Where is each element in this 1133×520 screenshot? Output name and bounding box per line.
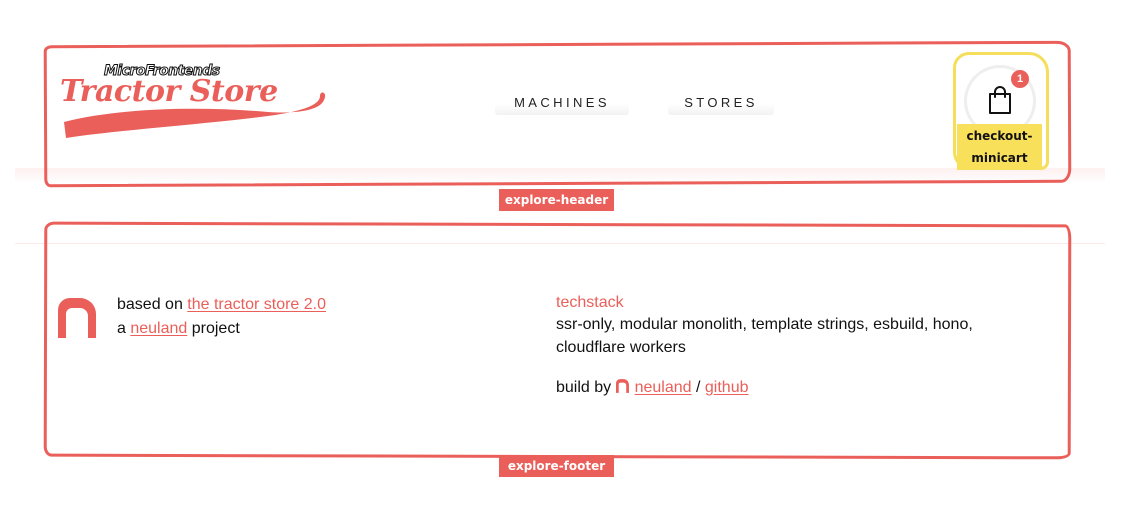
techstack-line-1: ssr-only, modular monolith, template str… <box>556 316 973 333</box>
build-by-text: build by neuland / github <box>556 379 748 397</box>
build-by-prefix: build by <box>556 379 616 396</box>
header-shadow <box>15 168 1105 184</box>
based-on-prefix: based on <box>117 296 188 313</box>
techstack-title: techstack <box>556 294 624 311</box>
neuland-small-icon <box>615 379 629 393</box>
neuland-project-text: a neuland project <box>117 320 240 338</box>
explore-header-label: explore-header <box>499 189 614 211</box>
nav-machines[interactable]: MACHINES <box>495 89 629 115</box>
explore-footer-label: explore-footer <box>499 455 614 477</box>
neuland-project-link[interactable]: neuland <box>130 320 188 337</box>
footer-divider <box>15 243 1105 244</box>
techstack-line-2: cloudflare workers <box>556 339 686 356</box>
project-suffix: project <box>187 320 240 337</box>
tractor-store-logo-swoosh <box>64 92 326 138</box>
github-link[interactable]: github <box>704 379 749 396</box>
based-on-text: based on the tractor store 2.0 <box>117 296 326 314</box>
nav-stores[interactable]: STORES <box>668 89 774 115</box>
neuland-link[interactable]: neuland <box>634 379 692 396</box>
neuland-logo-icon <box>58 298 96 338</box>
logo-tractor-store-text[interactable]: Tractor Store <box>60 74 278 109</box>
checkout-minicart-label: checkout- minicart <box>957 124 1042 170</box>
tractor-store-link[interactable]: the tractor store 2.0 <box>187 296 327 313</box>
link-separator: / <box>691 379 705 396</box>
logo-microfrontends-text[interactable]: MicroFrontends <box>104 63 221 80</box>
shopping-bag-icon <box>989 86 1011 114</box>
project-prefix: a <box>117 320 131 337</box>
minicart-count-badge: 1 <box>1011 70 1029 88</box>
